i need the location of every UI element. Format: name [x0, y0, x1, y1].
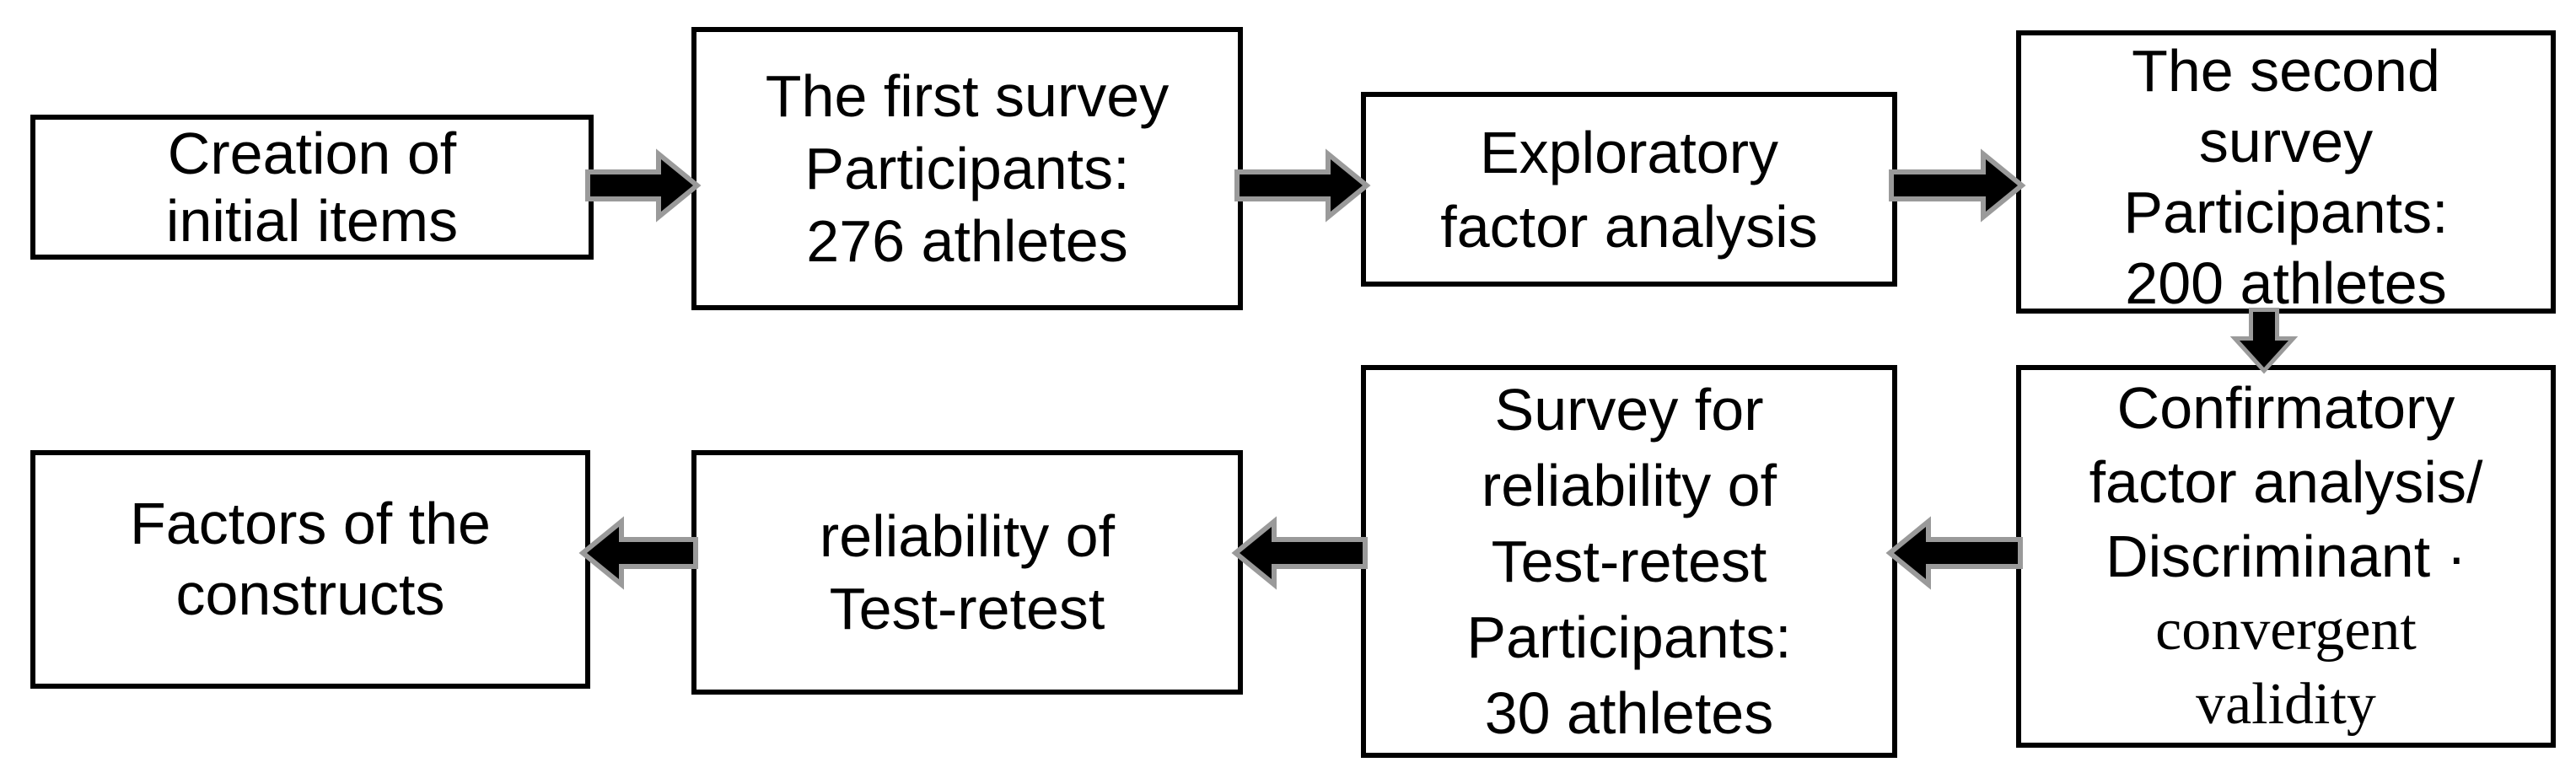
box-line: initial items — [165, 188, 459, 254]
box-line: The first survey — [765, 63, 1170, 129]
box-line: Survey for — [1494, 377, 1764, 443]
box-line: factor analysis — [1440, 193, 1818, 260]
box-line: validity — [2196, 672, 2376, 737]
box-line: Test-retest — [829, 576, 1105, 641]
arrow-right-icon-creation-to-first-survey — [585, 148, 702, 223]
arrow-left-icon-cfa-to-survey-test-retest — [1885, 516, 2023, 590]
box-line: Participants: — [804, 136, 1130, 201]
arrow-right-icon-first-survey-to-efa — [1234, 148, 1371, 223]
box-line: factor analysis/ — [2089, 449, 2483, 515]
box-line: Factors of the — [130, 490, 491, 556]
box-line: Confirmatory — [2116, 375, 2455, 441]
box-line: reliability of — [1481, 453, 1777, 518]
box-line: Discriminant · — [2105, 523, 2466, 589]
arrow-right-icon-efa-to-second-survey — [1889, 148, 2026, 223]
flow-box-exploratory-factor-analysis: Exploratory factor analysis — [1361, 92, 1897, 287]
box-line: reliability of — [819, 503, 1116, 569]
box-line: Creation of — [167, 121, 457, 186]
box-line: The second — [2132, 38, 2440, 104]
box-line: constructs — [175, 561, 445, 627]
box-line: 200 athletes — [2125, 250, 2447, 316]
arrow-left-icon-reliability-to-factors — [578, 516, 698, 590]
flow-box-reliability-test-retest: reliability of Test-retest — [691, 450, 1243, 695]
box-line: 30 athletes — [1484, 680, 1774, 746]
box-line: 276 athletes — [806, 208, 1128, 274]
box-line: survey — [2198, 109, 2374, 174]
box-line: Participants: — [2123, 180, 2449, 245]
box-line: Test-retest — [1491, 529, 1767, 594]
arrow-down-icon-second-survey-to-cfa — [2229, 308, 2299, 374]
box-line: Participants: — [1466, 604, 1792, 670]
arrow-left-icon-survey-to-reliability — [1231, 516, 1368, 590]
flow-box-confirmatory-factor-analysis: Confirmatory factor analysis/Discriminant… — [2016, 365, 2556, 748]
box-line: Exploratory — [1479, 119, 1779, 185]
box-line: convergent — [2155, 598, 2417, 663]
